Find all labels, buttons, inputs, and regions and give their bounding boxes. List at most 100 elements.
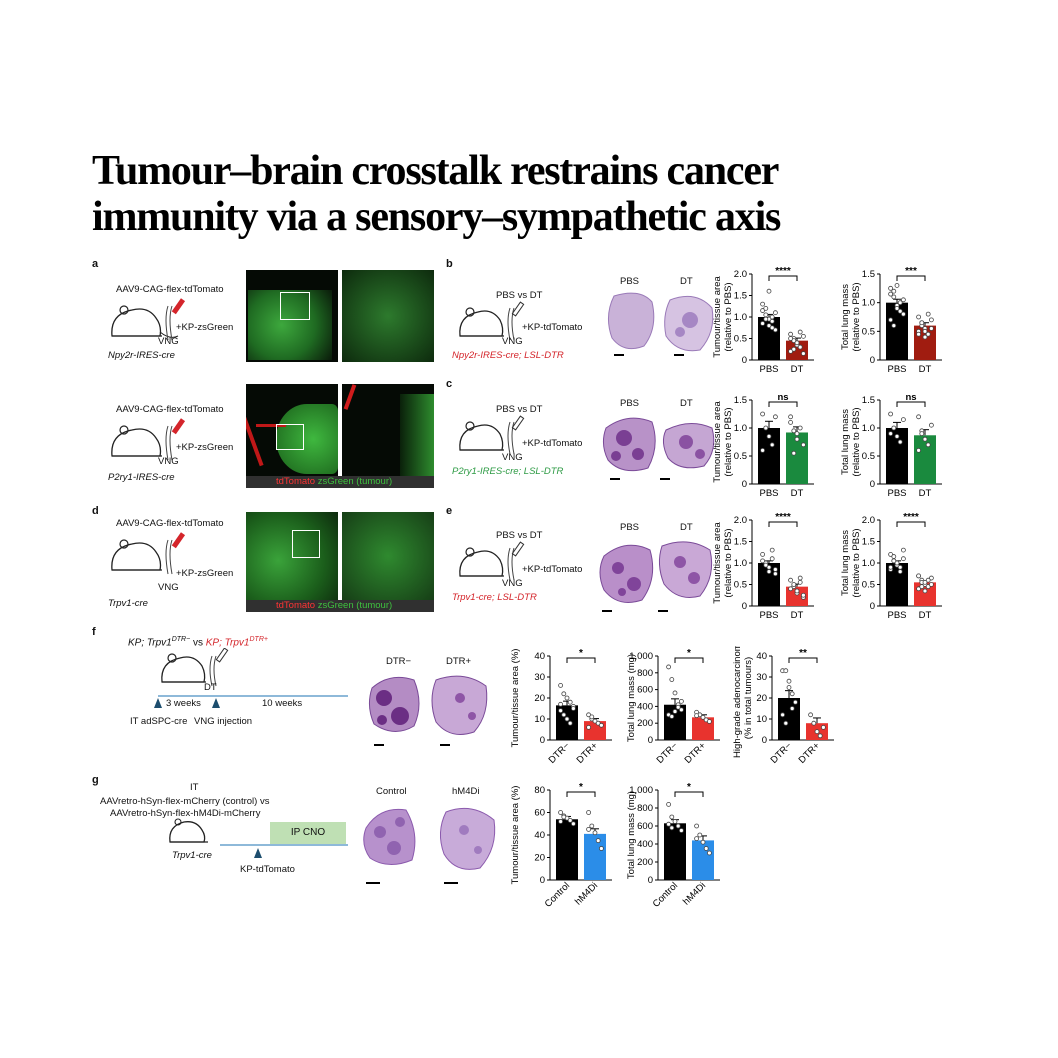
data-point: [675, 823, 681, 829]
y-tick-label: 20: [534, 693, 545, 704]
vector-label-d: AAV9-CAG-flex-tdTomato: [116, 518, 224, 529]
data-point: [558, 819, 563, 824]
data-point: [786, 685, 792, 690]
mouse-diagram-g: [169, 818, 208, 843]
data-point: [919, 584, 925, 590]
data-point: [766, 569, 772, 574]
category-label: DT: [919, 488, 932, 496]
data-point: [925, 442, 931, 448]
data-point: [564, 716, 570, 722]
category-label: DTR+: [575, 740, 601, 764]
y-tick-label: 800: [637, 803, 653, 814]
data-point: [679, 707, 684, 713]
caption-green-a2: zsGreen (tumour): [317, 476, 393, 487]
y-tick-label: 1.0: [734, 558, 747, 569]
data-point: [769, 314, 775, 320]
histo-label-e2: DT: [680, 522, 693, 533]
significance-label: *: [579, 782, 583, 793]
y-tick-label: 1,000: [629, 785, 653, 796]
data-point: [808, 712, 813, 718]
tumour-label-b: +KP-tdTomato: [522, 322, 583, 333]
data-point: [561, 691, 567, 697]
y-tick-label: 400: [637, 839, 653, 850]
data-point: [760, 448, 765, 453]
y-tick-label: 0: [742, 601, 747, 612]
data-point: [788, 336, 793, 341]
data-point: [897, 300, 903, 306]
y-axis-label: Tumour/tissue area: [712, 522, 723, 604]
panel-label-d: d: [92, 505, 99, 517]
data-point: [669, 677, 675, 682]
data-point: [888, 564, 893, 570]
data-point: [571, 706, 576, 711]
tumour-label-c: +KP-tdTomato: [522, 438, 583, 449]
data-point: [788, 420, 793, 425]
data-point: [894, 434, 900, 439]
histo-label-f1: DTR−: [386, 656, 412, 667]
y-tick-label: 20: [756, 693, 767, 704]
y-axis-label: Tumour/tissue area: [712, 276, 723, 358]
significance-bracket: [788, 657, 818, 663]
y-tick-label: 80: [534, 785, 545, 796]
data-point: [763, 312, 769, 318]
data-point: [925, 311, 931, 317]
y-axis-label: Total lung mass: [840, 530, 851, 596]
data-point: [697, 832, 703, 838]
data-point: [599, 722, 604, 728]
significance-label: ns: [777, 392, 788, 403]
timeline-g: [220, 844, 348, 858]
histo-label-g1: Control: [376, 786, 407, 797]
data-point: [760, 301, 765, 307]
mouse-label-c: P2ry1-IRES-cre; LSL-DTR: [452, 466, 564, 477]
data-point: [672, 709, 678, 714]
histo-label-c1: PBS: [620, 398, 640, 409]
data-point: [901, 297, 906, 303]
mouse-label-a: Npy2r-IRES-cre: [108, 350, 175, 361]
data-point: [897, 308, 903, 314]
data-point: [891, 554, 897, 559]
y-tick-label: 0.5: [734, 580, 747, 591]
mouse-diagram-d: [111, 532, 186, 575]
y-tick-label: 0: [870, 601, 875, 612]
vector-label-a2: AAV9-CAG-flex-tdTomato: [116, 404, 224, 415]
category-label: PBS: [759, 488, 778, 496]
data-point: [666, 801, 671, 807]
data-point: [794, 340, 800, 346]
y-tick-label: 0: [540, 735, 545, 746]
site-label-c: VNG: [502, 452, 523, 463]
y-tick-label: 2.0: [862, 515, 875, 526]
genotype-1: KP; Trpv1: [128, 637, 172, 649]
y-axis-label-sub: (relative to PBS): [851, 282, 862, 351]
data-point: [897, 439, 903, 445]
data-point: [694, 823, 699, 829]
weeks-1-f: 3 weeks: [166, 698, 201, 709]
y-tick-label: 1.0: [862, 298, 875, 309]
data-point: [891, 323, 897, 328]
cno-bar: IP CNO: [270, 822, 346, 844]
data-point: [769, 556, 775, 562]
data-point: [891, 558, 897, 564]
panel-label-a: a: [92, 258, 99, 270]
y-tick-label: 0: [762, 735, 767, 746]
data-point: [888, 317, 893, 323]
significance-bracket: [768, 401, 798, 407]
data-point: [672, 819, 678, 824]
cno-label: IP CNO: [290, 827, 326, 838]
data-point: [925, 331, 931, 337]
it-label-g: IT: [190, 782, 199, 793]
data-point: [786, 678, 792, 684]
data-point: [760, 321, 765, 326]
data-point: [707, 850, 712, 856]
category-label: Control: [651, 880, 680, 909]
mouse-diagram-e: [459, 541, 525, 581]
y-tick-label: 60: [534, 808, 545, 819]
data-point: [922, 588, 928, 594]
significance-bracket: [674, 657, 704, 663]
data-point: [592, 830, 598, 836]
data-point: [916, 331, 921, 337]
y-tick-label: 1.0: [734, 312, 747, 323]
data-point: [797, 344, 803, 350]
y-tick-label: 0.5: [862, 326, 875, 337]
y-axis-label-sub: (relative to PBS): [723, 528, 734, 597]
